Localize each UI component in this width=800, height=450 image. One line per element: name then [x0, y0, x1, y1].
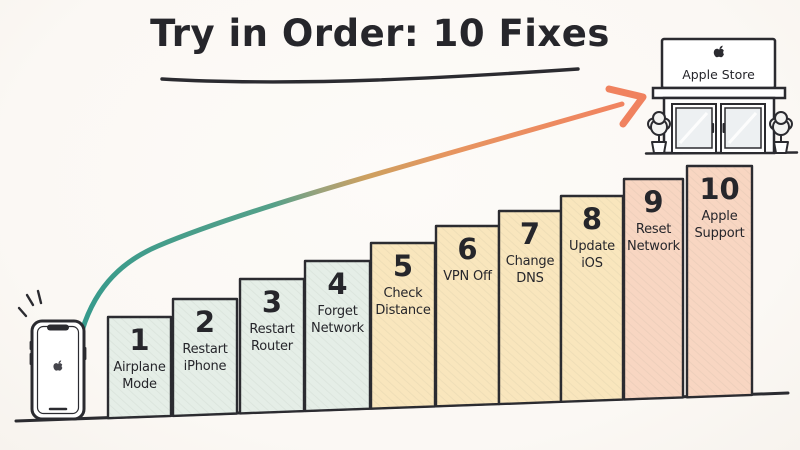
alert-spark-icon [17, 289, 43, 318]
arrow-shaft [77, 101, 625, 341]
step-bar-texture [173, 299, 237, 416]
door-handle [722, 123, 726, 133]
store-awning [651, 86, 787, 100]
iphone-illustration [17, 289, 87, 421]
staircase-bars [106, 164, 754, 420]
tree-icon [769, 111, 793, 154]
step-bar-texture [436, 226, 499, 407]
tree-icon [647, 111, 671, 154]
progress-arrow [77, 85, 647, 341]
apple-store-illustration [644, 37, 799, 155]
step-bar-texture [499, 211, 561, 405]
phone-volume-button [29, 353, 33, 365]
step-bar-texture [240, 279, 304, 414]
glass-shine [727, 111, 758, 145]
step-bar-texture [561, 196, 623, 402]
step-bar-texture [687, 166, 752, 398]
arrow-head-icon [605, 85, 647, 128]
phone-notch [47, 324, 69, 331]
title-underline [160, 67, 580, 84]
page-title: Try in Order: 10 Fixes [150, 12, 610, 55]
store-sign-label: Apple Store [682, 67, 755, 82]
step-bar-texture [624, 179, 683, 400]
phone-volume-button [29, 341, 33, 350]
step-bar-texture [305, 261, 370, 412]
step-bar-texture [108, 317, 171, 419]
phone-power-button [83, 347, 87, 360]
step-bar-texture [371, 243, 435, 409]
door-handle [711, 123, 715, 133]
glass-shine [678, 111, 709, 145]
